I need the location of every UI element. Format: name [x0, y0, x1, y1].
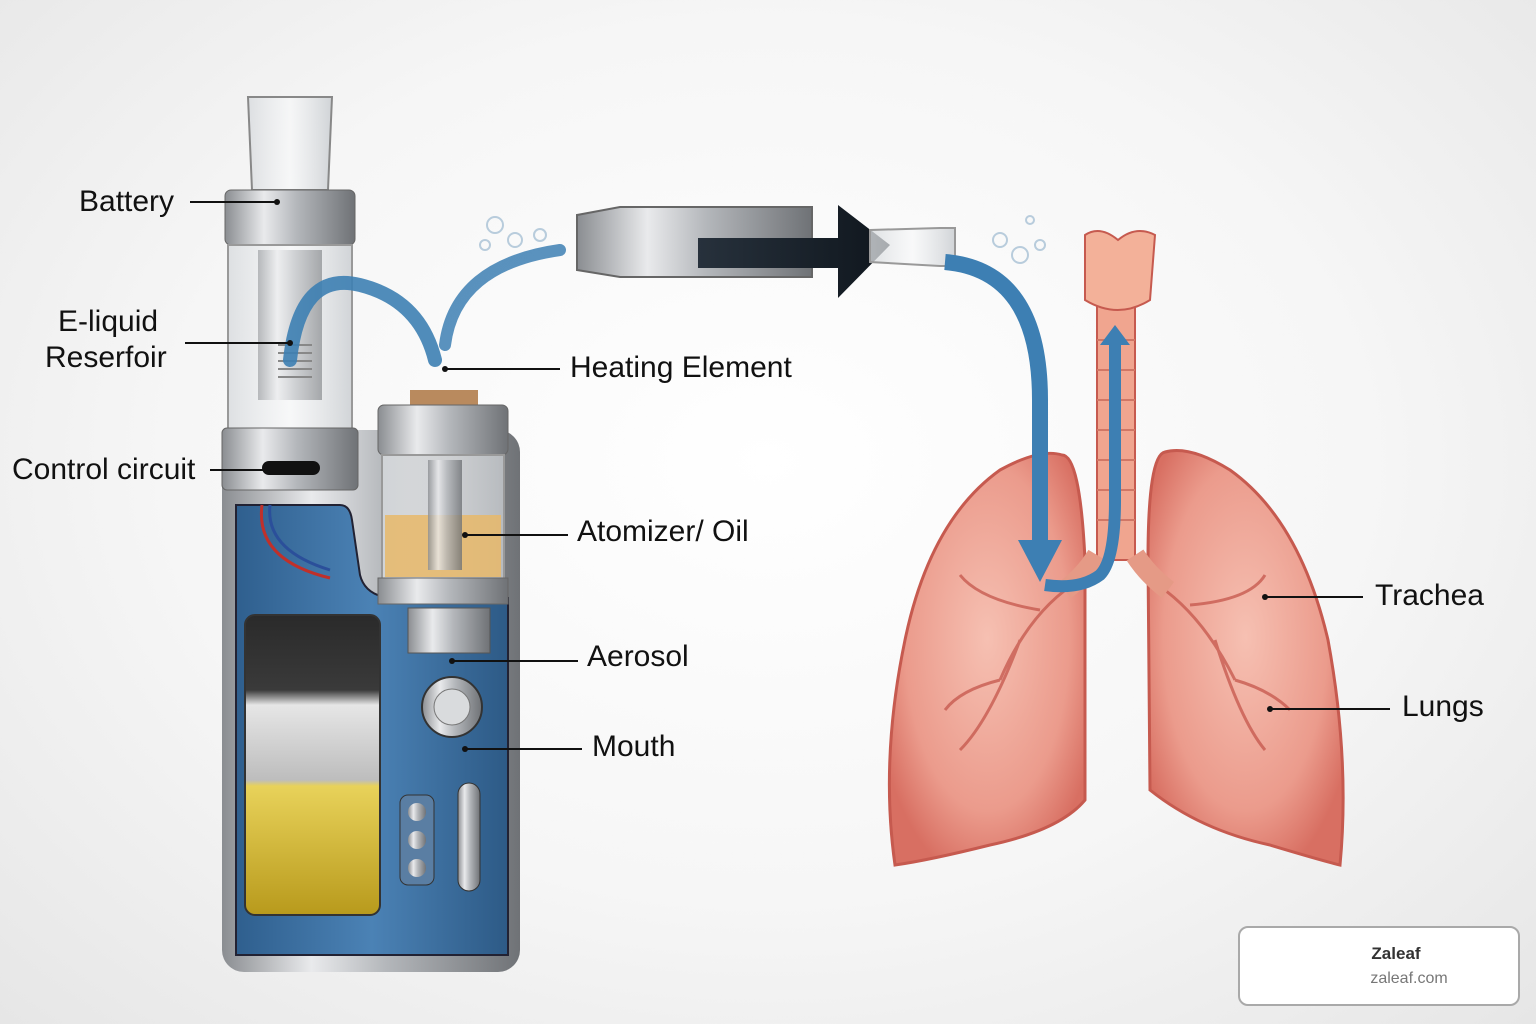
- vapor-bubbles-icon: [479, 215, 1046, 264]
- leader-lines: [185, 201, 1390, 750]
- label-mouth: Mouth: [592, 730, 676, 763]
- right-lung: [1146, 448, 1345, 867]
- label-battery: Battery: [79, 185, 175, 218]
- trachea-flow-arrow: [1044, 340, 1121, 593]
- label-trachea: Trachea: [1375, 579, 1484, 612]
- label-aerosol: Aerosol: [587, 640, 689, 673]
- label-atomizer: Atomizer/ Oil: [577, 515, 749, 548]
- vapor-arrow-2: [439, 244, 566, 351]
- watermark-url: zaleaf.com: [1370, 970, 1448, 987]
- label-eliquid-line1: E-liquid: [58, 305, 159, 338]
- watermark-name: Zaleaf: [1371, 944, 1421, 963]
- larynx: [1084, 230, 1157, 311]
- watermark-badge: Zaleaf zaleaf.com: [1238, 926, 1520, 1006]
- inhale-arrow: [944, 254, 1048, 545]
- label-heating-element: Heating Element: [570, 351, 792, 384]
- left-lung: [887, 451, 1087, 867]
- mouthpiece: [576, 205, 956, 298]
- vapor-arrow-1: [283, 275, 442, 367]
- label-eliquid-line2: Reserfoir: [45, 341, 167, 374]
- label-lungs: Lungs: [1402, 690, 1484, 723]
- label-control-circuit: Control circuit: [12, 453, 196, 486]
- flow-direction-arrow-icon: [698, 205, 890, 298]
- battery-cell: [244, 614, 381, 916]
